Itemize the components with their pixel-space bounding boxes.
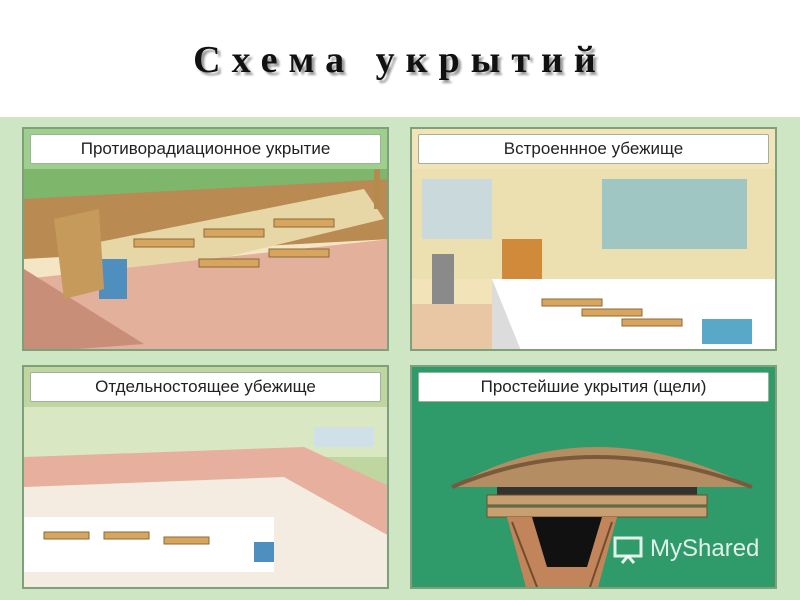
shelter-panels: Противорадиационное укрытие Встроеннное … — [0, 117, 800, 600]
detached-shelter-illustration — [24, 367, 387, 587]
slide-title: Схема укрытий — [193, 39, 607, 81]
panel-label: Простейшие укрытия (щели) — [418, 372, 769, 402]
panel-simplest-shelters: Простейшие укрытия (щели) — [410, 365, 777, 589]
trench-shelter-illustration — [412, 367, 775, 587]
panel-detached-shelter: Отдельностоящее убежище — [22, 365, 389, 589]
panel-label: Отдельностоящее убежище — [30, 372, 381, 402]
watermark-text: MyShared — [650, 535, 760, 562]
panel-built-in-shelter: Встроеннное убежище — [410, 127, 777, 351]
panel-anti-radiation-shelter: Противорадиационное укрытие — [22, 127, 389, 351]
watermark: MyShared — [612, 533, 759, 565]
panel-label: Противорадиационное укрытие — [30, 134, 381, 164]
panel-label: Встроеннное убежище — [418, 134, 769, 164]
presentation-icon — [613, 536, 643, 564]
built-in-shelter-illustration — [412, 129, 775, 349]
